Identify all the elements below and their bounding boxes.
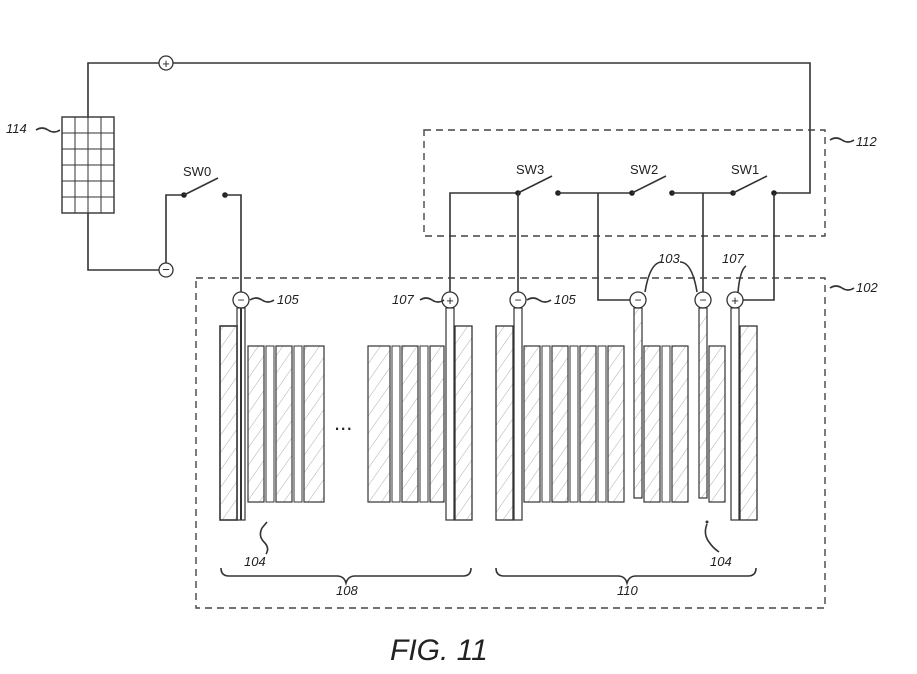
leader-112 [830,138,854,142]
label-group-110: 110 [617,583,638,598]
svg-text:−: − [162,262,170,277]
label-module-box: 102 [856,280,878,295]
leader-103-a [645,262,662,292]
svg-text:−: − [237,293,244,307]
terminal-103-b: − [695,292,711,308]
label-cell-104-a: 104 [244,554,266,569]
svg-text:+: + [731,293,739,308]
switch-sw1-blade [733,176,767,193]
label-controller-box: 112 [856,134,877,149]
switch-label-sw1: SW1 [731,162,759,177]
leader-103-b [680,262,697,292]
switch-sw3-blade [518,176,552,193]
terminal-107-a: + [442,292,458,308]
controller-box [424,130,825,236]
positive-terminal: + [159,56,173,71]
terminal-105-a: − [233,292,249,308]
pointer-104-a [260,522,267,554]
terminal-105-b: − [510,292,526,308]
leader-114 [36,128,60,132]
switch-sw0 [181,178,241,300]
brace-110 [496,568,756,583]
cell-group-110 [496,326,757,520]
svg-text:+: + [162,56,170,71]
leader-105-b [527,298,551,302]
switch-sw2-blade [632,176,666,193]
terminal-107-b: + [727,292,743,308]
brace-108 [221,568,471,583]
switch-bus [450,176,777,300]
label-electrode-105-b: 105 [554,292,576,307]
switch-label-sw2: SW2 [630,162,658,177]
label-electrode-105-a: 105 [277,292,299,307]
negative-terminal: − [159,262,173,277]
svg-text:−: − [699,293,706,307]
solar-panel [62,117,114,213]
svg-text:+: + [446,293,454,308]
leader-107-a [420,298,444,302]
label-group-108: 108 [336,583,358,598]
svg-text:−: − [514,293,521,307]
pointer-104-b [705,521,719,553]
switch-label-sw3: SW3 [516,162,544,177]
label-electrode-107-a: 107 [392,292,414,307]
leader-102 [830,286,854,290]
svg-text:−: − [634,293,641,307]
figure-caption: FIG. 11 [390,634,488,667]
label-electrode-103: 103 [658,251,680,266]
switch-label-sw0: SW0 [183,164,211,179]
label-electrode-107-b: 107 [722,251,744,266]
terminal-103-a: − [630,292,646,308]
leader-107-b [738,266,746,292]
label-cell-104-b: 104 [710,554,732,569]
ellipsis: ... [334,410,352,435]
label-solar-panel: 114 [6,121,27,136]
leader-105-a [250,298,274,302]
